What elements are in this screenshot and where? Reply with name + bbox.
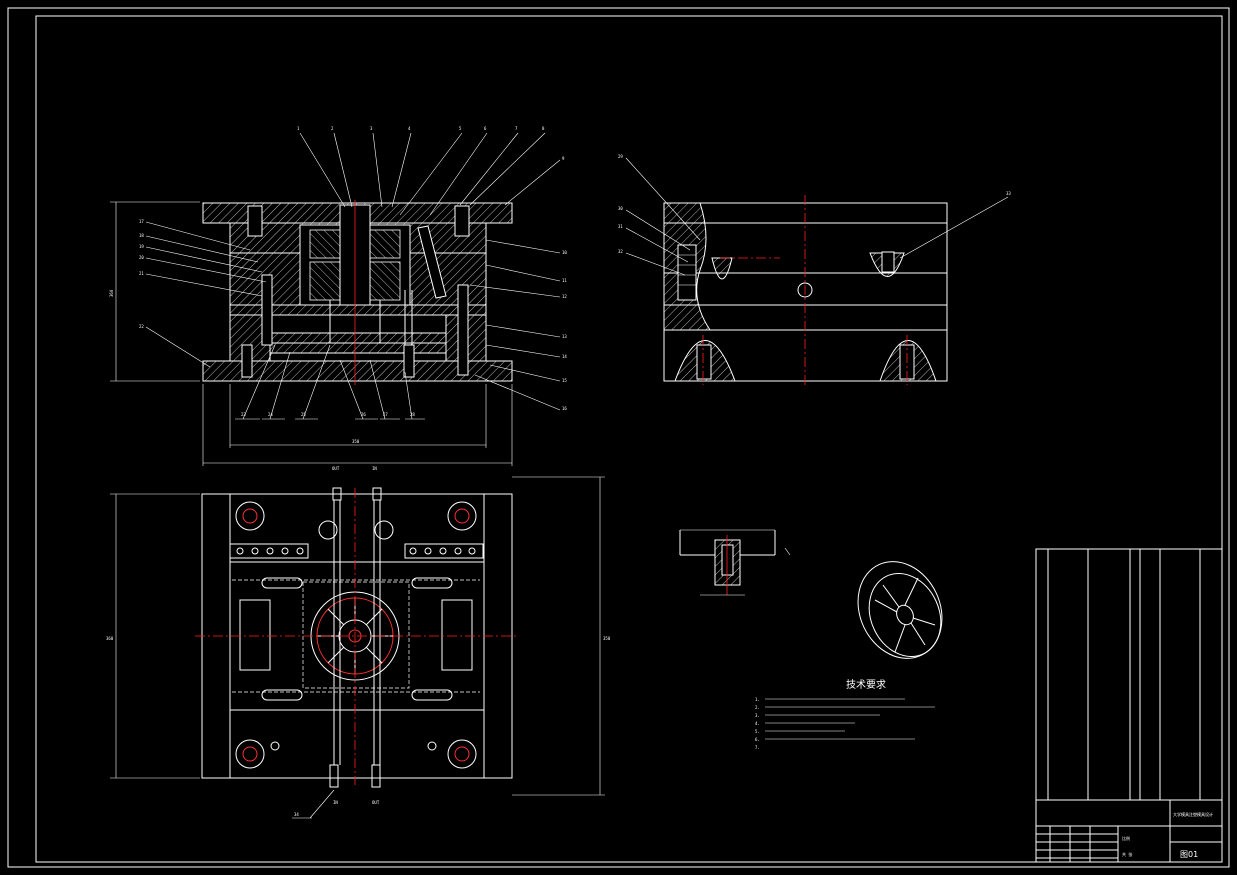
scale-label: 比例 <box>1122 835 1130 841</box>
sheet-label: 共 张 <box>1122 851 1132 857</box>
parts-list <box>1035 548 1223 801</box>
tech-requirements-title: 技术要求 <box>846 678 886 691</box>
callout-17: 17 <box>139 219 144 224</box>
callout-28: 28 <box>410 412 415 417</box>
callout-20: 20 <box>139 255 144 260</box>
plan-view: 360 350 OUT IN IN OUT 34 <box>106 466 611 819</box>
title-block: 大学模具注塑模具设计 图01 比例 共 张 <box>1035 799 1223 863</box>
callout-25: 25 <box>301 412 306 417</box>
tech-item-6: 6. <box>755 737 760 742</box>
callout-13: 13 <box>562 334 567 339</box>
side-view-callouts: 29 30 31 32 33 <box>618 154 1011 276</box>
callout-29: 29 <box>618 154 623 159</box>
section-callouts-left: 17 18 19 20 21 22 <box>139 219 267 368</box>
callout-9: 9 <box>562 156 565 161</box>
callout-18: 18 <box>139 233 144 238</box>
part-section-detail <box>679 529 791 596</box>
callout-19: 19 <box>139 244 144 249</box>
callout-16: 16 <box>562 406 567 411</box>
side-view <box>663 195 948 385</box>
section-callouts-bottom: 23 24 25 26 27 28 <box>235 344 425 420</box>
part-isometric <box>857 561 943 659</box>
dim-width: 350 <box>352 439 360 444</box>
tech-item-7: 7. <box>755 745 760 750</box>
callout-3: 3 <box>370 126 373 131</box>
callout-26: 26 <box>361 412 366 417</box>
label-out-bottom: OUT <box>372 800 380 805</box>
callout-31: 31 <box>618 224 623 229</box>
callout-24: 24 <box>268 412 273 417</box>
callout-27: 27 <box>383 412 388 417</box>
callout-2: 2 <box>331 126 334 131</box>
tech-requirements: 技术要求 1. 2. 3. 4. 5. 6. 7. <box>755 678 935 750</box>
outer-frame <box>7 7 1230 868</box>
callout-23: 23 <box>241 412 246 417</box>
callout-7: 7 <box>515 126 518 131</box>
tech-item-2: 2. <box>755 705 760 710</box>
section-callouts-right: 9 10 11 12 13 14 15 16 <box>469 156 567 411</box>
tech-item-4: 4. <box>755 721 760 726</box>
callout-8: 8 <box>542 126 545 131</box>
label-in-bottom: IN <box>333 800 338 805</box>
section-view: 360 350 <box>109 200 513 466</box>
callout-22: 22 <box>139 324 144 329</box>
callout-30: 30 <box>618 206 623 211</box>
callout-15: 15 <box>562 378 567 383</box>
callout-32: 32 <box>618 249 623 254</box>
callout-11: 11 <box>562 278 567 283</box>
label-in-top: IN <box>372 466 377 471</box>
dim-height: 360 <box>109 289 114 297</box>
callout-5: 5 <box>459 126 462 131</box>
tech-item-1: 1. <box>755 697 760 702</box>
drawing-title: 大学模具注塑模具设计 <box>1173 811 1213 817</box>
callout-33: 33 <box>1006 191 1011 196</box>
callout-34: 34 <box>294 812 299 817</box>
drawing-number: 图01 <box>1180 850 1198 859</box>
callout-12: 12 <box>562 294 567 299</box>
tech-item-5: 5. <box>755 729 760 734</box>
inner-frame <box>35 15 1223 863</box>
callout-4: 4 <box>408 126 411 131</box>
section-callouts-top: 1 2 3 4 5 6 7 8 <box>297 126 546 216</box>
callout-10: 10 <box>562 250 567 255</box>
callout-1: 1 <box>297 126 300 131</box>
dim-right: 350 <box>603 636 611 641</box>
tech-item-3: 3. <box>755 713 760 718</box>
callout-6: 6 <box>484 126 487 131</box>
callout-14: 14 <box>562 354 567 359</box>
dim-left: 360 <box>106 636 114 641</box>
label-out-top: OUT <box>332 466 340 471</box>
callout-21: 21 <box>139 271 144 276</box>
